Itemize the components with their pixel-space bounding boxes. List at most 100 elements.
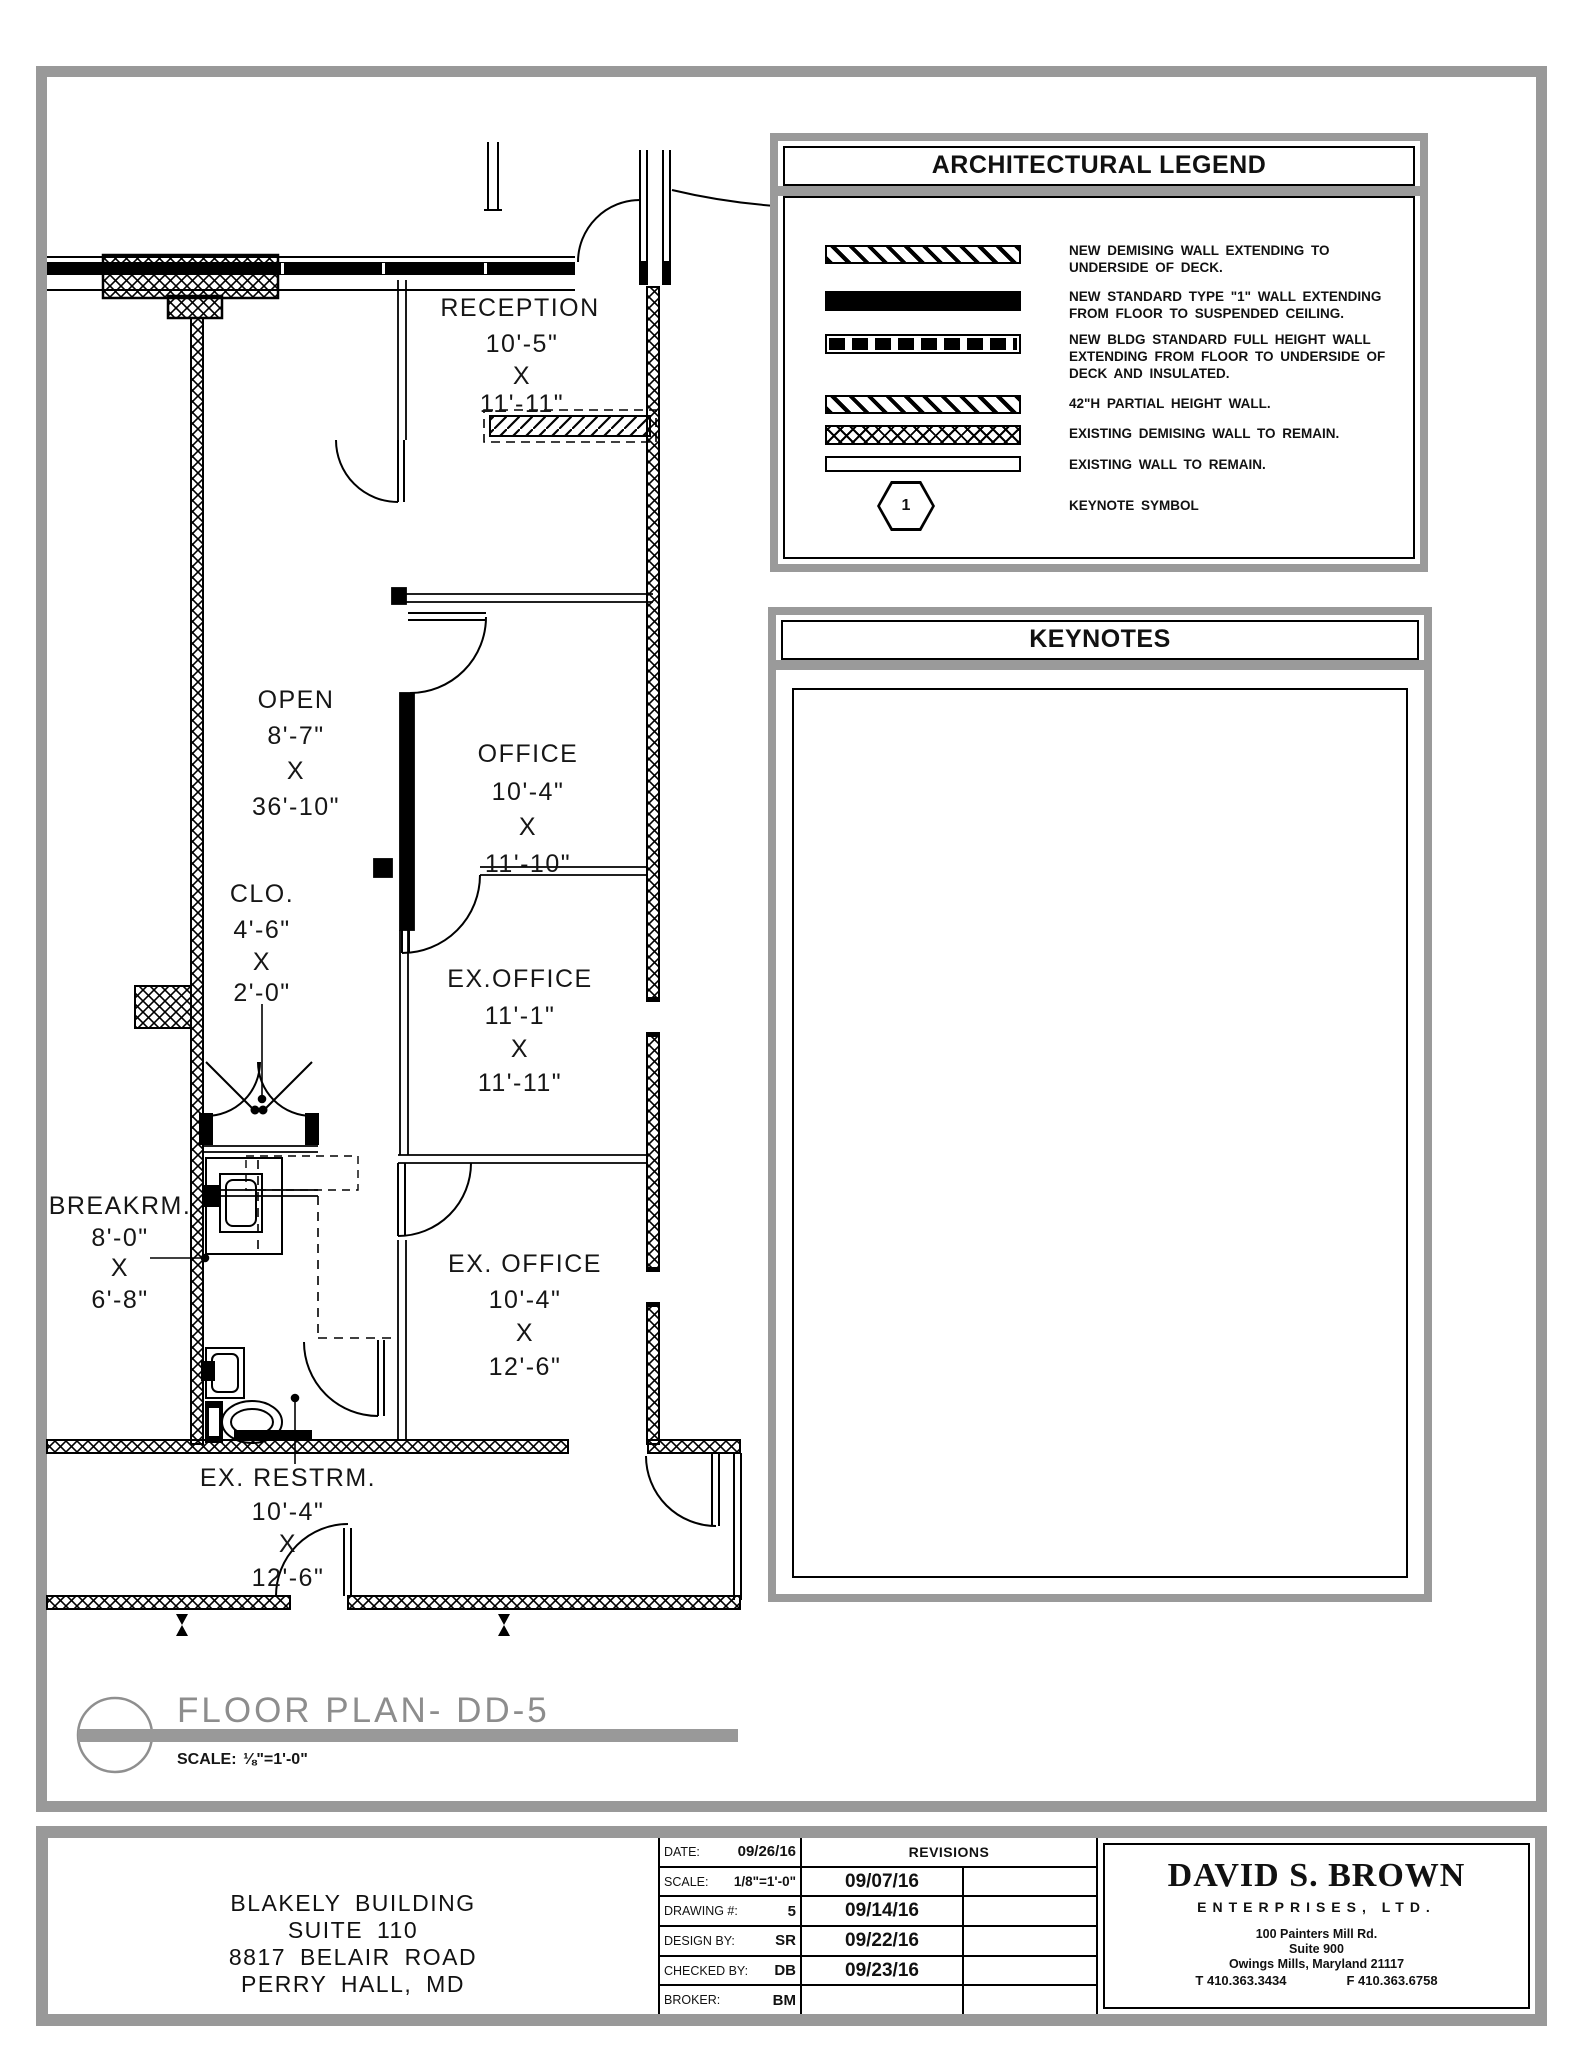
- table-row: CHECKED BY: DB 09/23/16: [660, 1956, 1096, 1987]
- room-label-office: OFFICE 10'-4" X 11'-10": [478, 740, 577, 878]
- field-label: DRAWING #:: [664, 1904, 738, 1919]
- room-label-breakroom: BREAKRM. 8'-0" X 6'-8": [49, 1192, 190, 1314]
- solid-wall-swatch: [825, 291, 1021, 311]
- room-dim: X: [253, 948, 271, 976]
- room-dim: 11'-11": [480, 390, 564, 418]
- firm-phone: T 410.363.3434: [1195, 1973, 1287, 1988]
- firm-address-line: Owings Mills, Maryland 21117: [1228, 1957, 1405, 1971]
- revision-date: 09/23/16: [802, 1956, 964, 1985]
- firm-address-line: 100 Painters Mill Rd.: [1255, 1927, 1378, 1941]
- table-row: DRAWING #: 5 09/14/16: [660, 1897, 1096, 1928]
- plan-title: FLOOR PLAN- DD-5: [177, 1691, 550, 1730]
- room-label-ex-office-upper: EX.OFFICE 11'-1" X 11'-11": [447, 965, 592, 1097]
- reception-partial-wall: [483, 409, 657, 443]
- table-row: BROKER: BM: [660, 1986, 1096, 2015]
- field-label: DESIGN BY:: [664, 1933, 735, 1948]
- legend-item-text: KEYNOTE SYMBOL: [1069, 498, 1199, 513]
- plan-scale-value: ⅛"=1'-0": [243, 1751, 308, 1768]
- room-dim: X: [279, 1530, 297, 1558]
- room-dim: 4'-6": [233, 916, 290, 944]
- room-dim: 12'-6": [489, 1353, 562, 1381]
- field-drawing-number: DRAWING #: 5: [660, 1897, 802, 1926]
- diag-hatch-swatch: [825, 245, 1021, 264]
- revision-date: 09/07/16: [802, 1867, 964, 1896]
- title-underline-bar: [78, 1729, 738, 1742]
- legend-title: ARCHITECTURAL LEGEND: [783, 146, 1415, 186]
- block-dashed-swatch: [825, 334, 1021, 354]
- room-dim: 10'-4": [492, 778, 565, 806]
- room-label-ex-restroom: EX. RESTRM. 10'-4" X 12'-6": [200, 1464, 375, 1592]
- revision-date: [802, 1986, 964, 2015]
- firm-fax: F 410.363.6758: [1346, 1973, 1438, 1988]
- legend-item-text: EXISTING WALL TO REMAIN.: [1069, 457, 1266, 472]
- titleblock: BLAKELY BUILDING SUITE 110 8817 BELAIR R…: [36, 1826, 1547, 2026]
- legend-divider: [778, 186, 1420, 196]
- field-date: DATE: 09/26/16: [660, 1838, 802, 1866]
- room-dim: 10'-4": [489, 1286, 562, 1314]
- firm-subtitle: ENTERPRISES, LTD.: [1197, 1899, 1436, 1915]
- firm-address: 100 Painters Mill Rd. Suite 900 Owings M…: [1105, 1927, 1528, 1972]
- room-dim: 11'-1": [485, 1002, 556, 1030]
- field-value: BM: [772, 1991, 796, 2009]
- room-name: OPEN: [258, 686, 335, 714]
- room-name: CLO.: [230, 880, 294, 908]
- legend-item-text: NEW STANDARD TYPE "1" WALL EXTENDING FRO…: [1069, 289, 1382, 321]
- room-label-reception: RECEPTION 10'-5" X 11'-11": [440, 294, 599, 418]
- room-dim: 36'-10": [252, 793, 340, 821]
- legend-item-text: NEW DEMISING WALL EXTENDING TO UNDERSIDE…: [1069, 243, 1330, 275]
- room-name: RECEPTION: [440, 294, 599, 322]
- outline-wall-swatch: [825, 456, 1021, 472]
- revision-date: 09/14/16: [802, 1897, 964, 1926]
- firm-block: DAVID S. BROWN ENTERPRISES, LTD. 100 Pai…: [1103, 1843, 1530, 2009]
- room-dim: X: [287, 757, 305, 785]
- project-line: PERRY HALL, MD: [241, 1971, 465, 1997]
- breakroom-counter: [203, 1157, 283, 1255]
- project-line: BLAKELY BUILDING: [230, 1890, 476, 1916]
- titleblock-table: DATE: 09/26/16 REVISIONS SCALE: 1/8"=1'-…: [660, 1838, 1098, 2015]
- room-dim: 11'-11": [478, 1069, 562, 1097]
- room-dim: X: [516, 1319, 534, 1347]
- wall-left-pilaster: [134, 985, 192, 1029]
- leader-lines: [150, 1004, 300, 1464]
- project-name-block: BLAKELY BUILDING SUITE 110 8817 BELAIR R…: [48, 1838, 660, 2014]
- field-label: CHECKED BY:: [664, 1963, 749, 1978]
- floor-plan: RECEPTION 10'-5" X 11'-11" OPEN 8'-7" X …: [46, 142, 777, 1774]
- table-row: DATE: 09/26/16 REVISIONS: [660, 1838, 1096, 1868]
- field-value: SR: [775, 1932, 796, 1950]
- field-label: BROKER:: [664, 1993, 721, 2008]
- room-dim: 8'-0": [91, 1224, 148, 1252]
- room-dim: 6'-8": [91, 1286, 148, 1314]
- closet-doors: [199, 1061, 359, 1191]
- architectural-legend-panel: ARCHITECTURAL LEGEND NEW DEMISING WALL E…: [770, 133, 1428, 572]
- room-dim: 11'-10": [485, 850, 571, 878]
- legend-item-text: 42"H PARTIAL HEIGHT WALL.: [1069, 396, 1271, 411]
- room-label-open: OPEN 8'-7" X 36'-10": [252, 686, 340, 821]
- project-line: 8817 BELAIR ROAD: [228, 1944, 478, 1970]
- revisions-header: REVISIONS: [908, 1843, 990, 1860]
- room-name: EX.OFFICE: [447, 965, 592, 993]
- keynotes-title: KEYNOTES: [781, 620, 1419, 660]
- keynotes-body: [792, 688, 1408, 1578]
- wall-top: [47, 253, 575, 320]
- legend-item-text: NEW BLDG STANDARD FULL HEIGHT WALL EXTEN…: [1069, 332, 1386, 381]
- room-dim: 2'-0": [233, 979, 290, 1007]
- table-row: SCALE: 1/8"=1'-0" 09/07/16: [660, 1867, 1096, 1898]
- room-label-ex-office-lower: EX. OFFICE 10'-4" X 12'-6": [448, 1250, 602, 1381]
- field-value: 5: [787, 1902, 796, 1920]
- field-value: 09/26/16: [737, 1843, 796, 1861]
- interior-walls: [204, 280, 653, 1440]
- field-value: 1/8"=1'-0": [733, 1874, 796, 1889]
- legend-body: NEW DEMISING WALL EXTENDING TO UNDERSIDE…: [783, 196, 1415, 559]
- room-dim: X: [111, 1254, 129, 1282]
- firm-address-line: Suite 900: [1289, 1942, 1344, 1956]
- keynotes-divider: [776, 660, 1424, 670]
- room-dim: X: [513, 362, 531, 390]
- crosshatch-swatch: [825, 425, 1021, 445]
- field-checked-by: CHECKED BY: DB: [660, 1956, 802, 1985]
- keynote-hexagon-icon: 1: [877, 481, 935, 531]
- room-name: EX. OFFICE: [448, 1250, 602, 1278]
- room-dim: 10'-4": [252, 1498, 325, 1526]
- table-row: DESIGN BY: SR 09/22/16: [660, 1927, 1096, 1957]
- walls-bottom: [46, 1439, 742, 1636]
